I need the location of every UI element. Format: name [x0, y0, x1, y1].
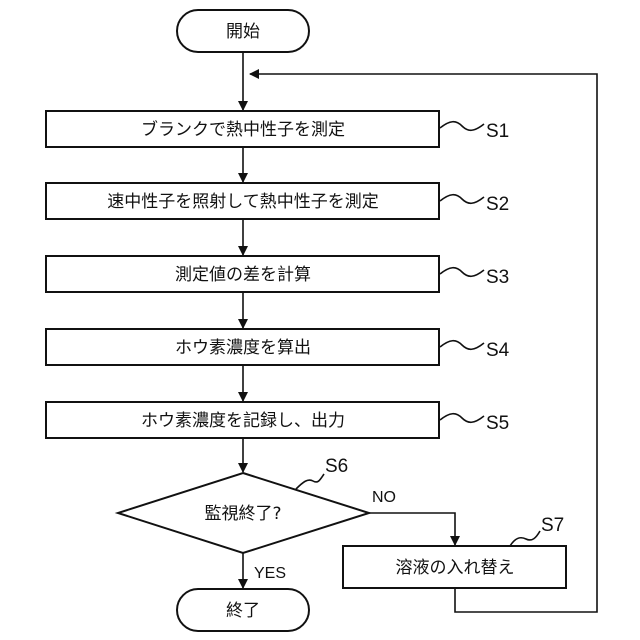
step-s2-id: S2: [486, 194, 509, 215]
decision-s6-label: 監視終了?: [204, 504, 281, 524]
step-s2-leader: [440, 195, 484, 204]
step-s4: ホウ素濃度を算出 S4: [46, 329, 510, 365]
step-s5-id: S5: [486, 413, 509, 434]
step-s4-id: S4: [486, 340, 510, 361]
step-s5-label: ホウ素濃度を記録し、出力: [141, 411, 345, 431]
arrow-no-branch: [369, 513, 455, 545]
no-label: NO: [372, 489, 396, 506]
decision-s6-id: S6: [325, 456, 348, 477]
step-s3-label: 測定値の差を計算: [175, 265, 311, 285]
start-label: 開始: [226, 22, 260, 42]
step-s1-label: ブランクで熱中性子を測定: [141, 119, 345, 140]
step-s5: ホウ素濃度を記録し、出力 S5: [46, 402, 509, 438]
step-s1: ブランクで熱中性子を測定 S1: [46, 111, 509, 147]
step-s1-id: S1: [486, 121, 509, 142]
end-label: 終了: [226, 601, 260, 621]
step-s4-leader: [440, 341, 484, 350]
yes-label: YES: [254, 565, 286, 582]
step-s7-leader: [510, 531, 540, 546]
start-terminal: 開始: [177, 10, 309, 52]
step-s2: 速中性子を照射して熱中性子を測定 S2: [46, 183, 509, 219]
step-s3-leader: [440, 268, 484, 277]
step-s7-id: S7: [541, 515, 564, 536]
decision-s6-leader: [296, 474, 324, 489]
step-s2-label: 速中性子を照射して熱中性子を測定: [107, 192, 379, 212]
end-terminal: 終了: [177, 589, 309, 631]
step-s3-id: S3: [486, 267, 509, 288]
step-s7-label: 溶液の入れ替え: [396, 558, 515, 578]
step-s4-label: ホウ素濃度を算出: [175, 338, 311, 358]
step-s3: 測定値の差を計算 S3: [46, 256, 509, 292]
step-s5-leader: [440, 414, 484, 423]
step-s1-leader: [440, 122, 484, 131]
